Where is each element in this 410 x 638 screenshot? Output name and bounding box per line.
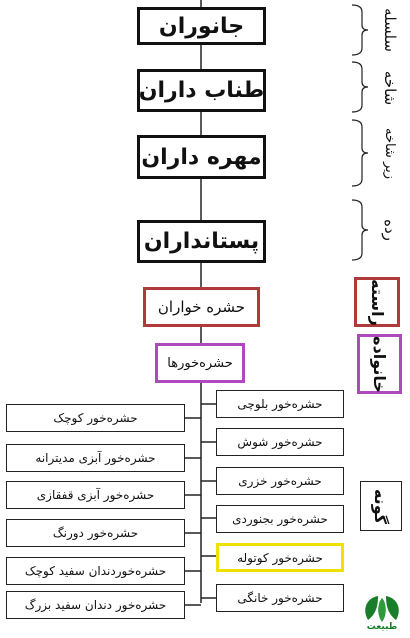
site-logo: طبیعت [358, 592, 406, 636]
species-left-5: حشره‌خوردندان سفید کوچک [6, 557, 185, 585]
species-right-6: حشره‌خور خانگی [216, 584, 344, 612]
logo-text: طبیعت [366, 622, 398, 632]
class-box: پستانداران [137, 220, 266, 263]
species-left-4: حشره‌خور دورنگ [6, 519, 185, 547]
rank-label-species: گونه [360, 481, 402, 531]
leaf-logo-icon [365, 596, 399, 622]
species-right-2: حشره‌خور شوش [216, 428, 344, 456]
rank-label-subphylum: زیر شاخه [382, 127, 398, 179]
brace-class [351, 199, 369, 261]
subphylum-box: مهره داران [137, 135, 266, 179]
kingdom-box: جانوران [137, 7, 266, 45]
species-right-3: حشره‌خور خزری [216, 467, 344, 495]
species-right-5-highlight: حشره‌خور کوتوله [216, 543, 344, 572]
family-box: حشره‌خورها [155, 343, 245, 383]
species-left-6: حشره‌خور دندان سفید بزرگ [6, 591, 185, 619]
brace-subphylum [351, 119, 369, 187]
species-right-1: حشره‌خور بلوچی [216, 390, 344, 418]
brace-phylum [351, 61, 369, 113]
rank-label-family: خانواده [357, 334, 402, 394]
rank-label-class: رده [380, 219, 399, 241]
brace-kingdom [351, 4, 369, 56]
rank-label-kingdom: سلسله [381, 8, 399, 52]
rank-label-order: راسته [354, 277, 400, 327]
species-left-3: حشره‌خور آبزی قفقازی [6, 481, 185, 509]
order-box: حشره خواران [143, 287, 260, 327]
species-left-2: حشره‌خور آبزی مدیترانه [6, 444, 185, 472]
phylum-box: طناب داران [137, 69, 266, 112]
species-left-1: حشره‌خور کوچک [6, 404, 185, 432]
rank-label-phylum: شاخه [381, 70, 400, 106]
species-right-4: حشره‌خور بجنوردی [216, 505, 344, 533]
